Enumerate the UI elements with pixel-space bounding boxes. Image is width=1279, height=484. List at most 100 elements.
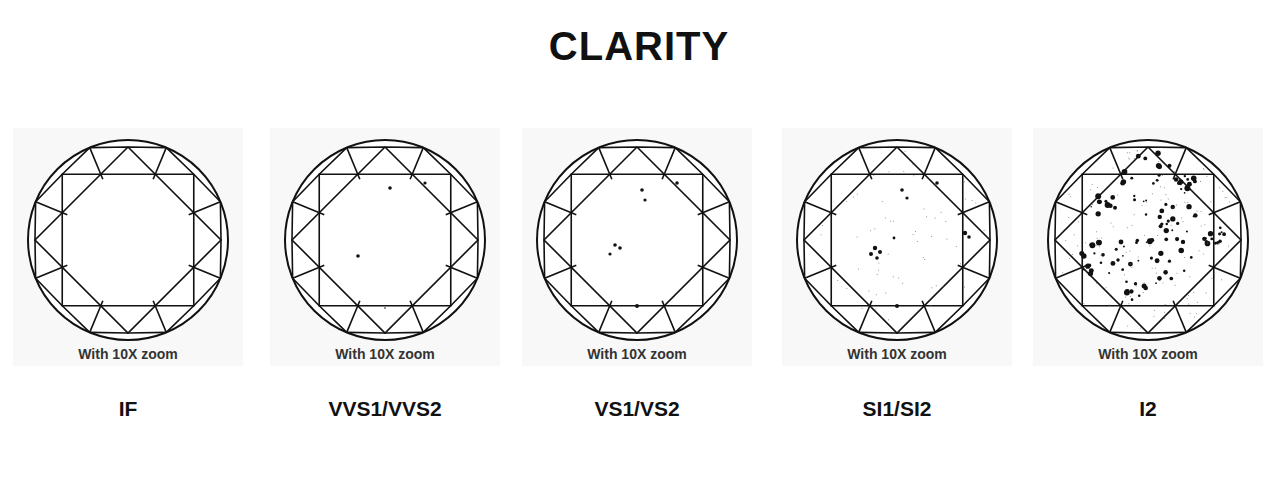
inclusion-dot (1218, 243, 1219, 244)
inclusion-dot (1205, 241, 1211, 247)
facet-line (1110, 301, 1123, 333)
girdle-circle (285, 140, 485, 340)
inclusion-dot (1214, 242, 1217, 245)
inclusion-dot (1178, 248, 1184, 254)
inclusion-dot (1095, 193, 1101, 199)
inclusion-dot (862, 308, 863, 309)
inclusion-dot (1109, 304, 1110, 305)
facet-line (1173, 301, 1186, 333)
inclusion-dot (1155, 258, 1160, 263)
inclusion-dot (613, 243, 617, 247)
inclusion-dot (893, 276, 894, 277)
inclusion-dot (1152, 268, 1153, 269)
facet-line (293, 148, 347, 202)
inclusion-dot (1156, 179, 1159, 182)
inclusion-dot (1163, 270, 1168, 275)
inclusion-dot (1180, 188, 1182, 190)
inclusion-dot (965, 199, 966, 200)
inclusion-dot (893, 237, 896, 240)
inclusion-dot (1222, 232, 1226, 236)
facet-line (1186, 278, 1240, 332)
inclusion-dot (964, 181, 965, 182)
inclusion-dot (913, 164, 914, 165)
panel-ground (782, 128, 1012, 366)
facet-line (36, 148, 90, 202)
facet-line (292, 147, 478, 333)
facet-line (90, 332, 167, 334)
inclusion-dot (1136, 286, 1137, 287)
inclusion-dot (878, 250, 882, 254)
inclusion-dot (384, 307, 386, 309)
inclusion-dot (1131, 267, 1132, 268)
inclusion-dot (1090, 189, 1091, 190)
inclusion-dot (1155, 267, 1156, 268)
inclusion-dot (1218, 232, 1221, 235)
inclusion-dot (846, 201, 847, 202)
zoom-caption: With 10X zoom (1098, 346, 1197, 362)
facet-line (922, 148, 935, 180)
inclusion-dot (1156, 163, 1161, 168)
inclusion-dot (1110, 222, 1111, 223)
inclusion-dot (1222, 191, 1223, 192)
facet-line (36, 202, 68, 215)
inclusion-dot (1186, 204, 1191, 209)
clarity-grade: VVS1/VVS2 (328, 397, 441, 421)
facet-line (804, 147, 990, 333)
facet-line (35, 147, 221, 333)
inclusion-dot (1206, 176, 1207, 177)
inclusion-dot (1177, 181, 1181, 185)
inclusion-dot (1136, 239, 1140, 243)
facet-line (805, 265, 837, 278)
inclusion-dot (888, 254, 889, 255)
facet-line (805, 202, 837, 215)
inclusion-dot (1150, 256, 1153, 259)
inclusion-dot (905, 196, 908, 199)
inclusion-dot (1129, 152, 1130, 153)
inclusion-dot (1128, 303, 1129, 304)
inclusion-dot (943, 286, 944, 287)
inclusion-dot (1146, 202, 1147, 203)
inclusion-dot (1174, 177, 1179, 182)
inclusion-dot (640, 188, 644, 192)
facet-line (34, 202, 36, 279)
inclusion-dot (1176, 222, 1179, 225)
inclusion-dot (356, 254, 360, 258)
inclusion-dot (1183, 269, 1185, 271)
panel-ground (270, 128, 500, 366)
inclusion-dot (890, 221, 891, 222)
facet-line (1240, 202, 1242, 279)
inclusion-dot (1158, 251, 1163, 256)
panel-ground (1033, 128, 1263, 366)
inclusion-dot (935, 181, 939, 185)
inclusion-dot (915, 231, 916, 232)
inclusion-dot (882, 201, 883, 202)
diamond-figure (13, 128, 243, 366)
facet-line (922, 301, 935, 333)
inclusion-dot (936, 285, 937, 286)
facet-line (90, 148, 103, 180)
inclusion-dot (931, 287, 932, 288)
girdle-circle (797, 140, 997, 340)
inclusion-dot (1070, 196, 1071, 197)
inclusion-dot (1093, 252, 1095, 254)
inclusion-dot (1134, 214, 1135, 215)
inclusion-dot (1149, 245, 1150, 246)
facet-line (36, 278, 90, 332)
inclusion-dot (1122, 255, 1124, 257)
inclusion-dot (1133, 195, 1135, 197)
diamond-figure (522, 128, 752, 366)
inclusion-dot (913, 234, 914, 235)
inclusion-dot (1186, 178, 1189, 181)
inclusion-dot (1164, 238, 1168, 242)
inclusion-dot (1226, 197, 1227, 198)
inclusion-dot (1196, 211, 1197, 212)
inclusion-dot (1173, 208, 1174, 209)
inclusion-dot (1096, 211, 1101, 216)
inclusion-dot (635, 304, 639, 308)
inclusion-dot (1138, 294, 1141, 297)
facet-line (935, 148, 989, 202)
facet-line (803, 202, 805, 279)
inclusion-dot (1229, 202, 1230, 203)
inclusion-dot (1113, 226, 1114, 227)
facet-line (1110, 332, 1187, 334)
